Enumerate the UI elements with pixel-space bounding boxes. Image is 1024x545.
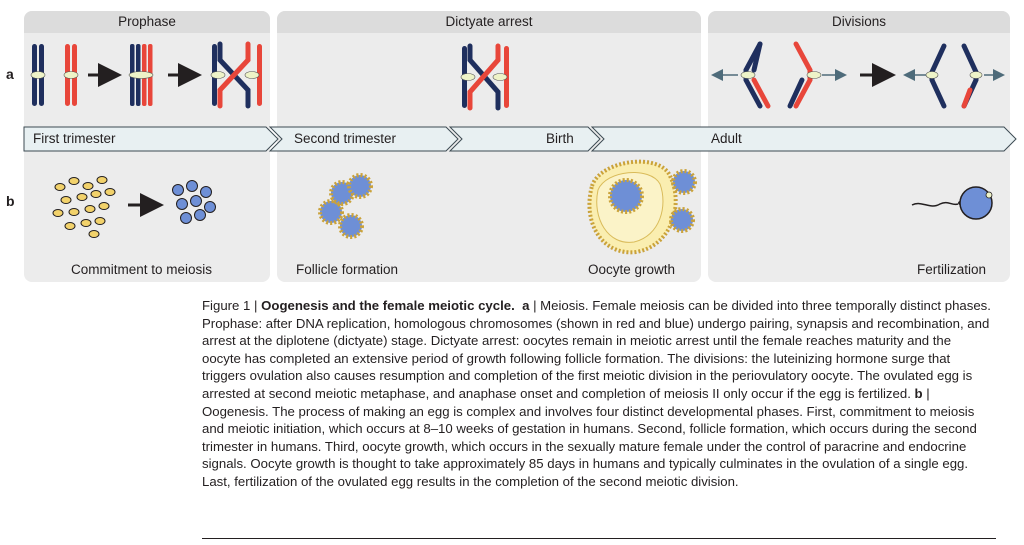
egg-and-sperm — [912, 187, 992, 219]
timeline-first-trimester: First trimester — [33, 131, 116, 146]
caption-fig-label: Figure 1 | — [202, 298, 261, 313]
stage-oocyte-growth: Oocyte growth — [588, 262, 675, 277]
chromosome-pair-dictyate — [461, 46, 509, 108]
oocytes-committed — [173, 181, 216, 224]
caption-title: Oogenesis and the female meiotic cycle. — [261, 298, 515, 313]
timeline-band — [24, 127, 1016, 151]
stage-fertilization: Fertilization — [917, 262, 986, 277]
chromosomes-meiosis-one — [714, 44, 844, 106]
caption-rule — [202, 538, 996, 539]
caption-part-b-label: b — [915, 386, 923, 401]
stage-commitment-to-meiosis: Commitment to meiosis — [71, 262, 212, 277]
timeline-second-trimester: Second trimester — [294, 131, 396, 146]
chromosome-pair-recombined — [211, 44, 262, 106]
caption-part-a-text: | Meiosis. Female meiosis can be divided… — [202, 298, 991, 401]
timeline-birth: Birth — [546, 131, 574, 146]
caption-part-b-text: | Oogenesis. The process of making an eg… — [202, 386, 977, 489]
chromosome-pair-synapsed — [129, 44, 153, 106]
stage-follicle-formation: Follicle formation — [296, 262, 398, 277]
timeline-adult: Adult — [711, 131, 742, 146]
primordial-follicles — [320, 175, 371, 237]
chromosome-pair-unpaired — [31, 44, 78, 106]
chromosomes-meiosis-two — [906, 46, 1002, 106]
growing-follicle — [589, 162, 695, 253]
figure-caption: Figure 1 | Oogenesis and the female meio… — [202, 297, 992, 491]
germ-cells-scattered — [53, 177, 115, 238]
